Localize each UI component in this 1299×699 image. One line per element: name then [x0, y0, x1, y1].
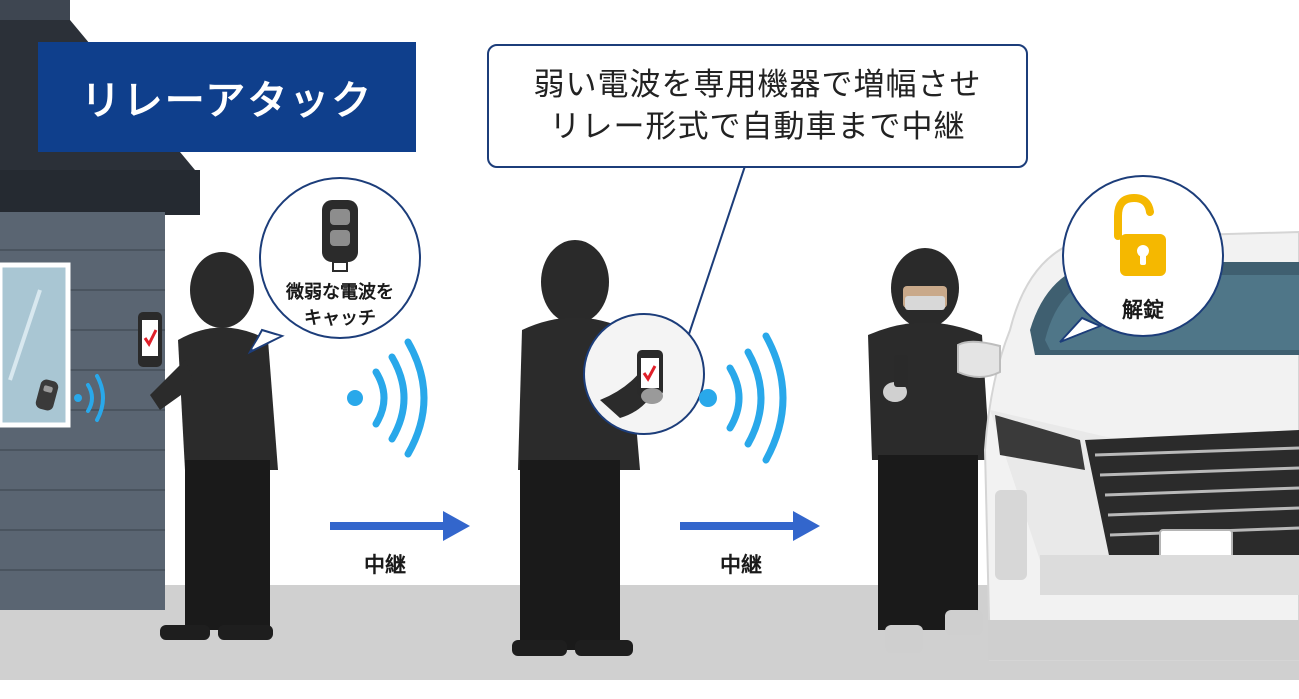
- thief-figure-3: [868, 248, 990, 653]
- key-fob-in-house-icon: [35, 379, 59, 411]
- bubble-catch: [247, 177, 421, 355]
- explanation-callout: 弱い電波を専用機器で増幅させ リレー形式で自動車まで中継: [487, 44, 1028, 168]
- bubble-catch-line-2: キャッチ: [304, 308, 376, 329]
- house-window: [0, 262, 71, 428]
- arrow-right-icon: [680, 511, 820, 541]
- relay-label-2: 中継: [720, 553, 762, 577]
- callout-line-2: リレー形式で自動車まで中継: [549, 109, 966, 145]
- page-title: リレーアタック: [38, 42, 416, 152]
- wireless-signal-icon: [699, 332, 787, 464]
- bubble-catch-text: 微弱な電波を キャッチ: [272, 280, 408, 332]
- wireless-signal-icon: [347, 338, 428, 458]
- bubble-unlock: [1059, 175, 1224, 343]
- car: [957, 230, 1299, 661]
- arrow-right-icon: [330, 511, 470, 541]
- thief-figure-1: [138, 252, 278, 640]
- car-mirror: [957, 340, 1001, 378]
- car-grille: [1085, 430, 1299, 560]
- bubble-unlock-text: 解錠: [1122, 298, 1164, 322]
- bubble-catch-line-1: 微弱な電波を: [286, 282, 394, 303]
- relay-label-1: 中継: [364, 553, 406, 577]
- device-magnifier: [583, 313, 705, 435]
- car-key-fob-icon: [322, 200, 358, 272]
- open-padlock-icon: [1114, 193, 1166, 276]
- callout-line-1: 弱い電波を専用機器で増幅させ: [533, 67, 982, 103]
- callout-pointer: [688, 165, 746, 335]
- house: [0, 0, 200, 610]
- wireless-signal-icon: [74, 374, 105, 422]
